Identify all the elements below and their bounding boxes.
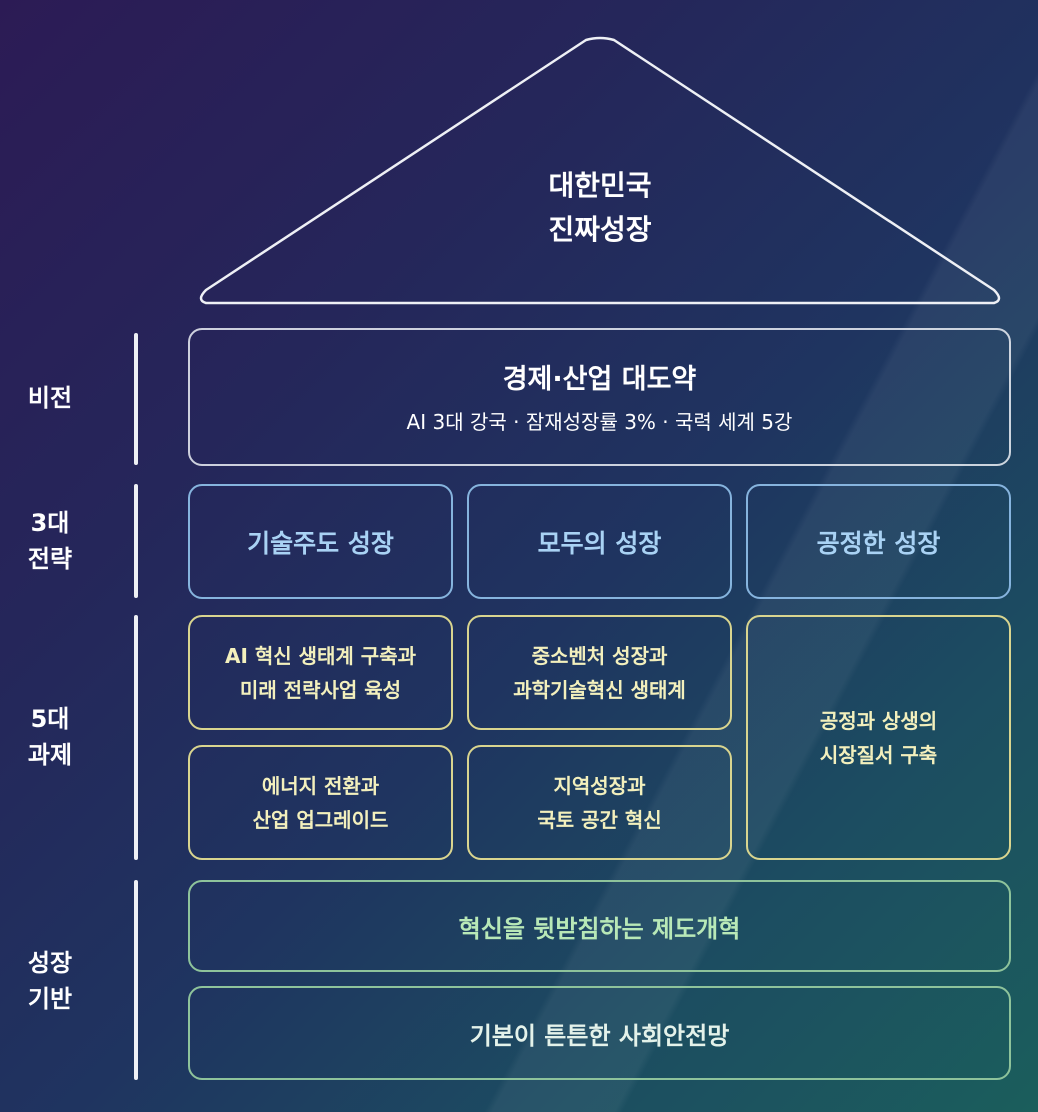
vision-subtitle: AI 3대 강국 · 잠재성장률 3% · 국력 세계 5강 [406, 409, 793, 434]
foundation-box-institutional-reform: 혁신을 뒷받침하는 제도개혁 [188, 880, 1011, 972]
task-line1: 공정과 상생의 [819, 708, 938, 733]
vision-side-bar [134, 333, 138, 465]
task-line2: 미래 전략사업 육성 [239, 677, 402, 702]
task-box-regional: 지역성장과 국토 공간 혁신 [467, 745, 732, 860]
task-line2: 국토 공간 혁신 [537, 807, 662, 832]
task-line1: 지역성장과 [553, 773, 646, 798]
strategy-label: 3대 전략 [0, 505, 100, 577]
strategy-label-line1: 3대 [30, 509, 70, 537]
task-line1: AI 혁신 생태계 구축과 [224, 643, 416, 668]
foundation-label-line1: 성장 [27, 949, 73, 977]
roof-title-line2: 진짜성장 [548, 213, 652, 246]
task-box-sme-venture: 중소벤처 성장과 과학기술혁신 생태계 [467, 615, 732, 730]
vision-label: 비전 [27, 384, 73, 412]
task-line1: 에너지 전환과 [261, 773, 380, 798]
strategy-side-bar [134, 484, 138, 598]
roof-title-line1: 대한민국 [548, 169, 652, 202]
task-line1: 중소벤처 성장과 [531, 643, 668, 668]
foundation-label-safety-net: 기본이 튼튼한 사회안전망 [469, 1021, 730, 1050]
roof-title: 대한민국 진짜성장 [420, 164, 780, 252]
foundation-side-bar [134, 880, 138, 1080]
task-label-line1: 5대 [30, 705, 70, 733]
strategy-label-line2: 전략 [27, 545, 73, 573]
foundation-label-reform: 혁신을 뒷받침하는 제도개혁 [458, 914, 741, 943]
task-side-bar [134, 615, 138, 860]
strategy-label-fair: 공정한 성장 [816, 528, 941, 558]
task-box-fair-market: 공정과 상생의 시장질서 구축 [746, 615, 1011, 860]
strategy-label-inclusive: 모두의 성장 [537, 528, 662, 558]
strategy-box-inclusive: 모두의 성장 [467, 484, 732, 599]
foundation-label-line2: 기반 [27, 985, 73, 1013]
task-label-line2: 과제 [27, 741, 73, 769]
strategy-box-tech: 기술주도 성장 [188, 484, 453, 599]
strategy-box-fair: 공정한 성장 [746, 484, 1011, 599]
task-box-energy: 에너지 전환과 산업 업그레이드 [188, 745, 453, 860]
task-box-ai-ecosystem: AI 혁신 생태계 구축과 미래 전략사업 육성 [188, 615, 453, 730]
vision-box: 경제·산업 대도약 AI 3대 강국 · 잠재성장률 3% · 국력 세계 5강 [188, 328, 1011, 466]
task-line2: 산업 업그레이드 [252, 807, 389, 832]
roof-triangle [199, 36, 1001, 305]
foundation-box-safety-net: 기본이 튼튼한 사회안전망 [188, 986, 1011, 1080]
foundation-label: 성장 기반 [0, 945, 100, 1017]
strategy-label-tech: 기술주도 성장 [247, 528, 394, 558]
vision-title: 경제·산업 대도약 [502, 363, 697, 395]
task-label: 5대 과제 [0, 701, 100, 773]
task-line2: 시장질서 구축 [819, 742, 938, 767]
task-line2: 과학기술혁신 생태계 [513, 677, 686, 702]
